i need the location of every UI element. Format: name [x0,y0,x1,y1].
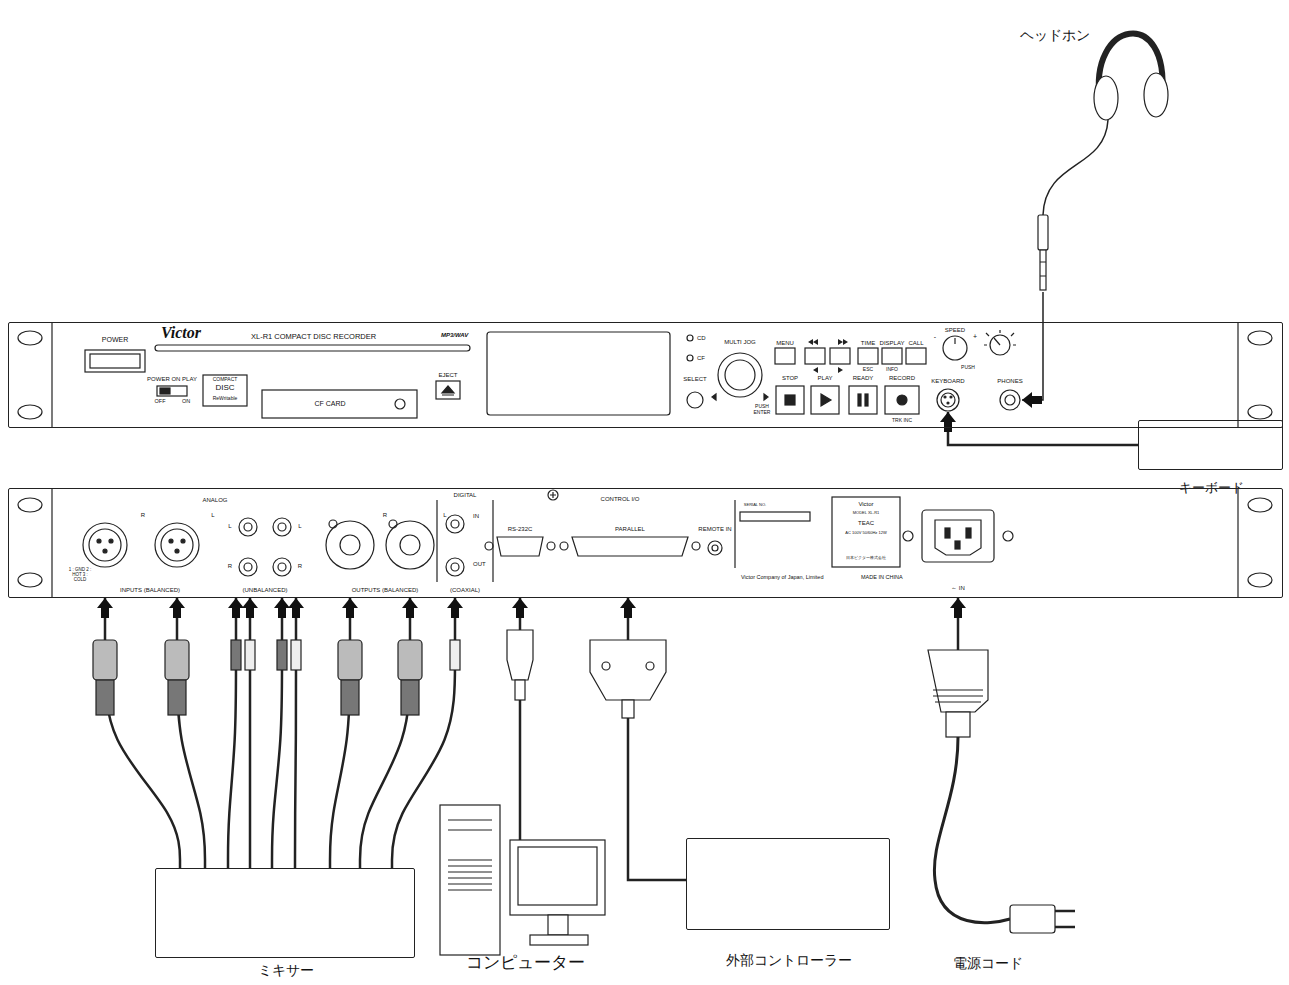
node-label: 電源コード [953,956,1023,970]
panel-label: R [383,512,387,518]
panel-label: DISC [215,384,234,392]
panel-label: CALL [908,340,923,346]
panel-label: PLAY [818,375,833,381]
panel-label: COMPACT [213,377,238,382]
panel-label: CF [697,355,705,361]
panel-label: CF CARD [314,400,345,407]
panel-label: PUSH [961,365,975,370]
panel-label: READY [853,375,874,381]
panel-label: STOP [782,375,798,381]
panel-label: OUT [473,561,486,567]
panel-label: R [298,563,302,569]
front-panel-art [18,322,1272,428]
panel-label: DIGITAL [454,492,477,498]
power-cord: 電源コード [900,640,1080,980]
panel-label: MENU [776,340,794,346]
panel-label: PHONES [997,378,1022,384]
panel-label: AC 100V 50/60Hz 12W [841,531,891,535]
panel-label: INPUTS (BALANCED) [120,587,180,593]
panel-label: L [443,512,446,518]
node-label: MADE IN CHINA [861,575,903,581]
panel-label: (COAXIAL) [450,587,480,593]
panel-label: SELECT [683,376,706,382]
panel-label: RECORD [889,375,915,381]
panel-label: - [934,333,936,340]
cable-connector [360,598,410,868]
headphones: ヘッドホン [1010,10,1170,292]
cable-connector [1022,292,1043,400]
node-label: MP3/WAV [441,332,468,338]
cable-connector [228,598,236,868]
panel-label: R [228,563,232,569]
panel-label: REMOTE IN [698,526,731,532]
headphones-art [1038,34,1168,290]
controller-box: 外部コントローラー [686,838,890,930]
panel-label: KEYBOARD [931,378,964,384]
panel-label: Victor [858,501,873,507]
front-panel: VictorXL-R1 COMPACT DISC RECORDER MP3/WAV [8,322,1283,428]
cable-connector [249,598,252,868]
node-label: Victor Company of Japan, Limited [741,575,823,581]
panel-label: PARALLEL [615,526,645,532]
panel-label: TEAC [858,520,874,526]
panel-label: OFF [155,399,166,405]
panel-label: INFO [886,367,898,372]
rear-panel: Victor Company of Japan, Limited MADE IN … [8,488,1283,598]
panel-label: R [141,512,145,518]
panel-label: CD [697,335,706,341]
node-label: 外部コントローラー [726,953,852,967]
panel-label: 日本ビクター株式会社 [846,556,886,560]
cable-connector [330,598,350,868]
cable-connector [295,598,296,868]
panel-label: DISPLAY [880,340,905,346]
cable-connector [177,598,205,868]
panel-label: SPEED [945,327,965,333]
panel-label: + [973,333,977,340]
panel-label: ReWritable [213,396,238,401]
cable-plugs [93,630,666,718]
panel-label: TIME [861,340,875,346]
node-label: コンピューター [466,954,585,971]
panel-label: ON [182,399,190,405]
node-label: ミキサー [258,963,314,977]
panel-label: L [228,523,231,529]
panel-label: L [298,523,301,529]
panel-label: OUTPUTS (BALANCED) [352,587,419,593]
panel-label: EJECT [438,372,457,378]
cable-connector [957,598,960,640]
mixer-box: ミキサー [155,868,415,958]
panel-label: TRK INC [892,418,912,423]
node-label: Victor [161,325,201,341]
panel-label: POWER [102,336,128,343]
rear-panel-art [18,488,1272,598]
panel-label: ANALOG [202,497,227,503]
panel-label: CONTROL I/O [601,496,640,502]
cable-connector [948,412,1138,445]
panel-label: POWER ON PLAY [147,376,197,382]
keyboard-box: キーボード [1138,420,1283,470]
panel-label: IN [473,513,479,519]
panel-label: (UNBALANCED) [242,587,287,593]
node-label: XL-R1 COMPACT DISC RECORDER [251,333,376,341]
panel-label: MULTI JOG [724,339,756,345]
panel-label: ESC [863,367,873,372]
panel-label: RS-232C [508,526,533,532]
panel-label: SERIAL NO. [744,503,766,507]
panel-label: MODEL XL-R1 [853,511,880,515]
panel-label: 1 : GND 2 : HOT 3 : COLD [66,568,94,583]
panel-label: L [211,512,214,518]
panel-label: PUSH ENTER [751,404,773,415]
cable-connector [105,598,180,868]
panel-label: ～ IN [951,585,965,591]
node-label: ヘッドホン [1020,28,1090,42]
computer: コンピューター [435,800,610,985]
computer-art [440,800,605,955]
cable-connector [272,598,282,868]
power-cord-art [928,640,1075,933]
